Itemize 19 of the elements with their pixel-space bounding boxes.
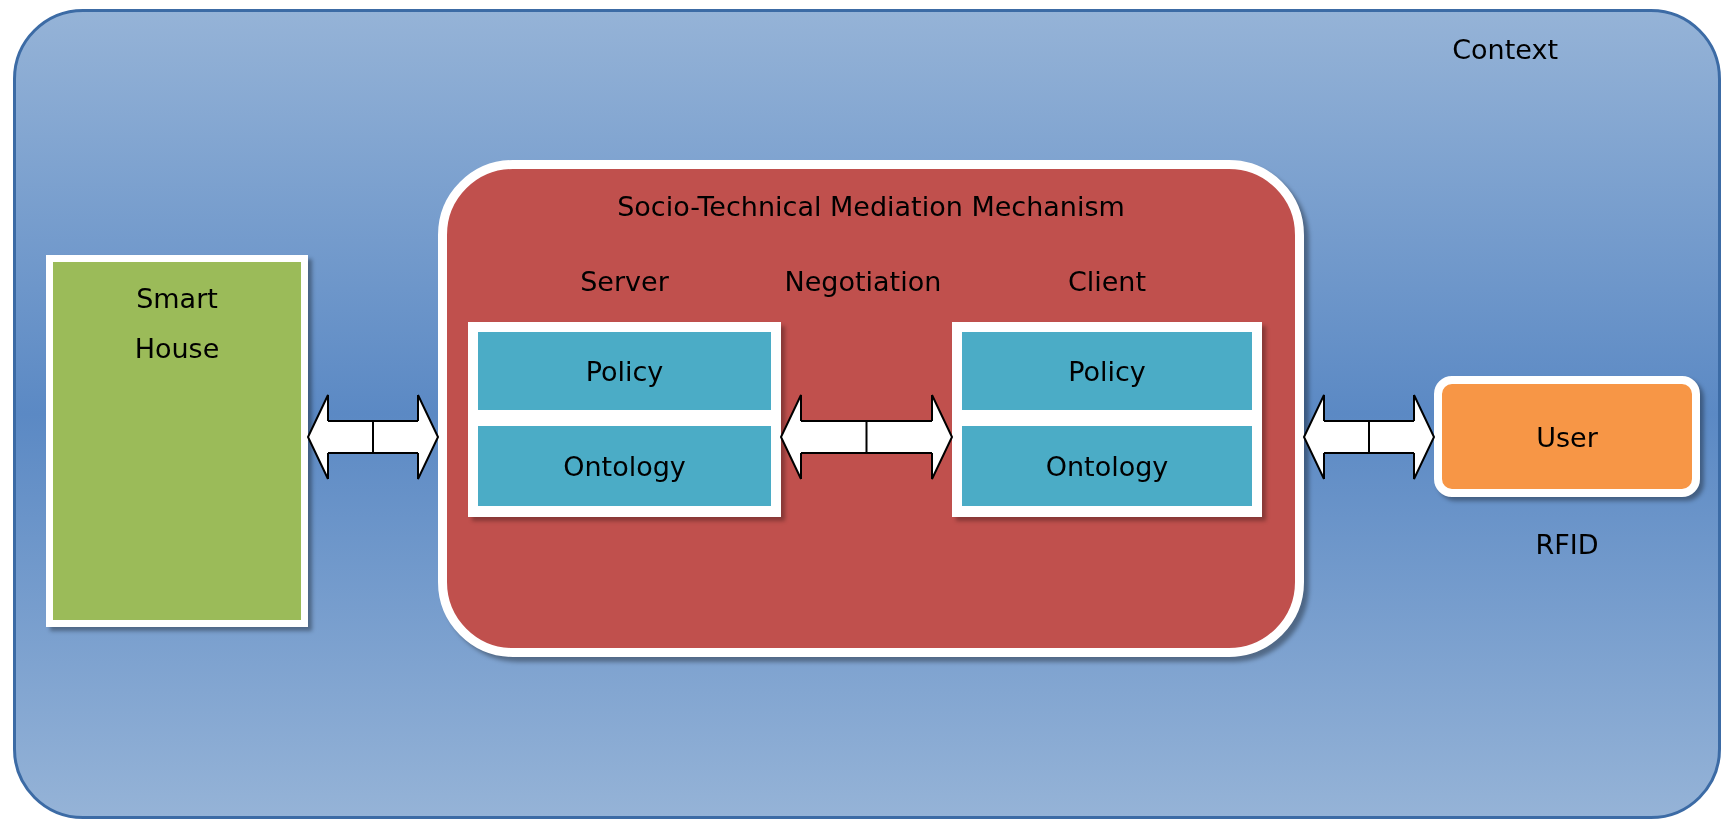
system-box: [46, 255, 308, 627]
layer-label: Ontology: [562, 450, 687, 482]
layer-box: [962, 332, 1252, 410]
context-region: [13, 9, 1721, 819]
device-note: RFID: [1534, 529, 1600, 560]
region-label: Context: [1452, 34, 1558, 65]
actor-label: User: [1535, 421, 1599, 452]
process-label: Negotiation: [784, 266, 942, 297]
layer-label: Policy: [1067, 355, 1147, 387]
panel-heading: Client: [1066, 266, 1148, 297]
layer-box: [478, 332, 771, 410]
layer-box: [478, 426, 771, 506]
panel-heading: Server: [579, 266, 670, 297]
layer-label: Policy: [584, 355, 665, 387]
box-label: Smart House: [133, 282, 221, 366]
layer-label: Ontology: [1044, 450, 1170, 482]
layer-box: [962, 426, 1252, 506]
mechanism-container: [438, 160, 1304, 657]
container-title: Socio-Technical Mediation Mechanism: [616, 191, 1126, 222]
